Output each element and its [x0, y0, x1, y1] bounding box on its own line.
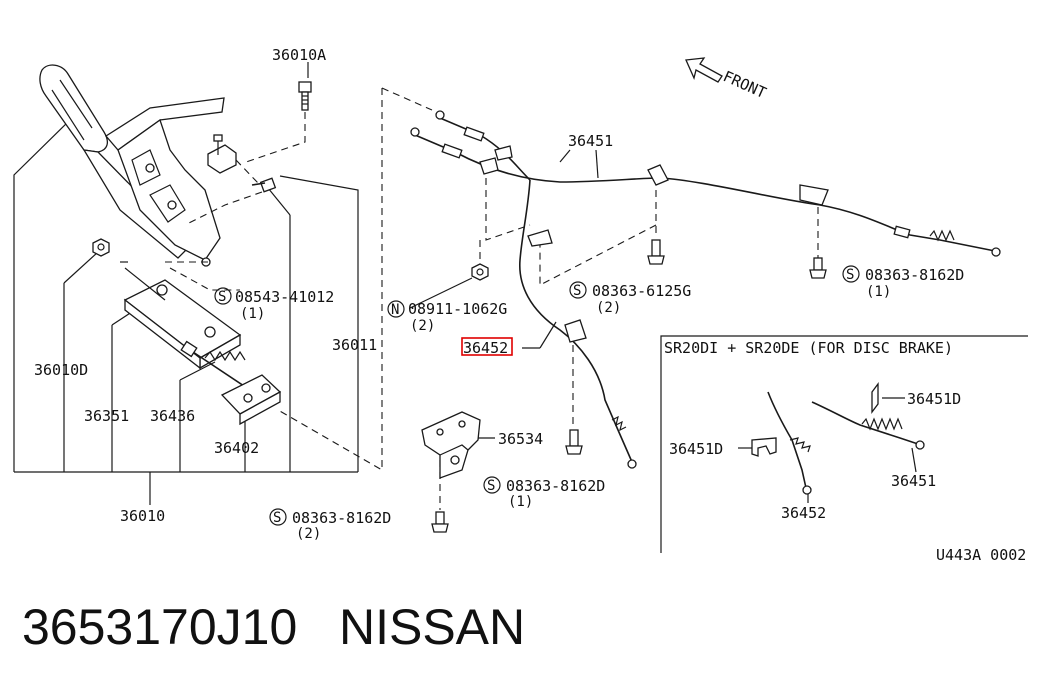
- bracket-36534: [421, 411, 481, 479]
- label-36436: 36436: [150, 407, 195, 425]
- label-08363-8162D-a: 08363-8162D: [865, 266, 964, 284]
- clip-36451D-left-icon: [751, 437, 777, 457]
- lever-assembly-outline: [13, 117, 359, 505]
- label-36010D: 36010D: [34, 361, 88, 379]
- lever-bracket: [120, 261, 242, 370]
- label-36402: 36402: [214, 439, 259, 457]
- parking-brake-lever: [39, 64, 225, 267]
- qty-08363-8162D-c: (2): [296, 526, 321, 542]
- bolt-08363-8162D-b-icon: [565, 429, 583, 455]
- cable-bracket-icon: [479, 145, 829, 343]
- qty-08363-8162D-a: (1): [866, 284, 891, 300]
- label-36010: 36010: [120, 507, 165, 525]
- bolt-08363-8162D-a-icon: [809, 257, 827, 279]
- footer-brand: NISSAN: [338, 599, 526, 655]
- inset-label-36451D-left: 36451D: [669, 440, 723, 458]
- bolt-08363-6125G-icon: [647, 239, 665, 265]
- bolt-36010A-icon: [298, 81, 312, 111]
- qty-08543-41012: (1): [240, 306, 265, 322]
- rear-cable-36452: [519, 179, 637, 469]
- highlight-box: [461, 337, 513, 356]
- svg-text:S: S: [218, 289, 226, 305]
- qty-08911-1062G: (2): [410, 318, 435, 334]
- footer-caption: 3653170J10 NISSAN: [22, 598, 525, 656]
- inset-label-36451D-top: 36451D: [907, 390, 961, 408]
- front-cable-36451: [410, 110, 1001, 257]
- qty-08363-6125G: (2): [596, 300, 621, 316]
- label-36010A: 36010A: [272, 46, 326, 64]
- label-08911-1062G: 08911-1062G: [408, 300, 507, 318]
- svg-text:N: N: [391, 302, 399, 318]
- inset-label-36451: 36451: [891, 472, 936, 490]
- label-36351: 36351: [84, 407, 129, 425]
- label-08363-8162D-c: 08363-8162D: [292, 509, 391, 527]
- front-label: FRONT: [720, 67, 769, 102]
- inset-title: SR20DI + SR20DE (FOR DISC BRAKE): [664, 339, 953, 357]
- symbol-s-icon: S: [842, 265, 860, 283]
- label-36452-main[interactable]: 36452: [463, 339, 508, 357]
- diagram-code: U443A 0002: [936, 546, 1026, 564]
- nut-08911-1062G-icon: [471, 263, 489, 281]
- label-08363-8162D-b: 08363-8162D: [506, 477, 605, 495]
- qty-08363-8162D-b: (1): [508, 494, 533, 510]
- symbol-s-icon: S: [483, 476, 501, 494]
- nut-36010D-icon: [92, 238, 110, 257]
- svg-text:S: S: [487, 478, 495, 494]
- bolt-08363-8162D-c-icon: [431, 511, 449, 533]
- clip-36451D-top-icon: [871, 382, 879, 414]
- clip-icon: [207, 134, 237, 174]
- symbol-s-icon: S: [214, 287, 232, 305]
- inset-label-36452: 36452: [781, 504, 826, 522]
- label-36011: 36011: [332, 336, 377, 354]
- footer-part-number: 3653170J10: [22, 599, 298, 655]
- symbol-s-icon: S: [269, 508, 287, 526]
- label-36451: 36451: [568, 132, 613, 150]
- label-08363-6125G: 08363-6125G: [592, 282, 691, 300]
- svg-text:S: S: [273, 510, 281, 526]
- svg-text:S: S: [573, 283, 581, 299]
- front-arrow-icon: [685, 57, 723, 83]
- disc-brake-inset: SR20DI + SR20DE (FOR DISC BRAKE) 36451D …: [660, 335, 1028, 553]
- symbol-n-icon: N: [387, 300, 405, 318]
- bolt-08543-41012-icon: [251, 177, 277, 193]
- svg-text:S: S: [846, 267, 854, 283]
- highlighted-part-36452[interactable]: 36452: [461, 337, 513, 357]
- symbol-s-icon: S: [569, 281, 587, 299]
- label-08543-41012: 08543-41012: [235, 288, 334, 306]
- label-36534: 36534: [498, 430, 543, 448]
- equalizer-36402: [220, 374, 282, 426]
